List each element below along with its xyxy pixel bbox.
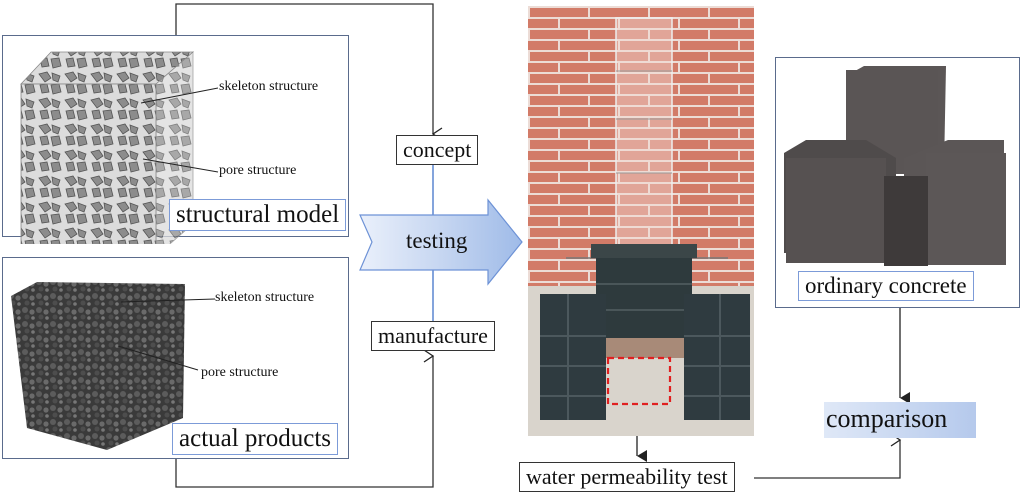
ordinary-concrete-label: ordinary concrete — [798, 271, 974, 301]
highlight-dashed-box — [606, 356, 672, 406]
structural-model-leader-lines — [140, 87, 219, 173]
line-caption-to-comparison — [754, 433, 902, 479]
structural-pore-annotation: pore structure — [219, 163, 297, 178]
testing-label: testing — [406, 228, 468, 253]
actual-products-cube — [11, 282, 185, 450]
concept-box: concept — [396, 135, 479, 165]
products-skeleton-annotation: skeleton structure — [215, 290, 315, 305]
comparison-label: comparison — [826, 404, 948, 433]
ordinary-concrete-panel: ordinary concrete — [775, 57, 1020, 308]
actual-products-label: actual products — [172, 423, 339, 455]
structural-model-panel: skeleton structure pore structure struct… — [2, 35, 349, 244]
ordinary-concrete-blocks — [784, 66, 1006, 266]
test-rig-photo — [528, 6, 754, 436]
testing-arrow-shape — [359, 198, 523, 286]
water-permeability-test-caption: water permeability test — [519, 462, 735, 492]
test-rig-illustration — [528, 6, 754, 436]
structural-model-cube — [20, 51, 195, 244]
products-pore-annotation: pore structure — [201, 365, 279, 380]
manufacture-box: manufacture — [371, 321, 495, 351]
line-products-to-manufacture — [175, 349, 435, 488]
comparison-background — [824, 402, 976, 438]
actual-products-panel: skeleton structure pore structure actual… — [2, 257, 349, 459]
line-model-to-concept — [175, 3, 443, 141]
structural-skeleton-annotation: skeleton structure — [219, 79, 319, 94]
actual-products-leader-lines — [117, 298, 216, 371]
structural-model-label: structural model — [169, 199, 347, 231]
